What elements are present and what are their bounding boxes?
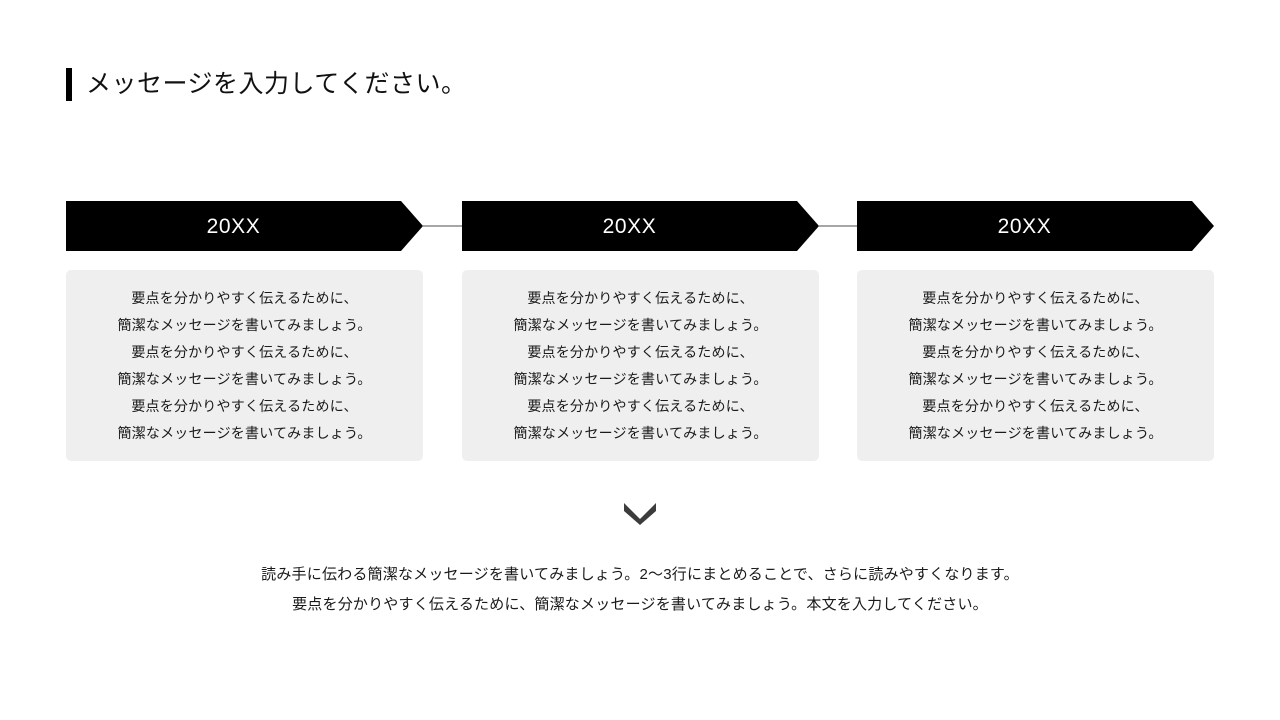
- summary-text: 読み手に伝わる簡潔なメッセージを書いてみましょう。2〜3行にまとめることで、さら…: [261, 566, 1019, 613]
- timeline-arrow-label-2: 20XX: [602, 214, 657, 238]
- timeline-cards: 要点を分かりやすく伝えるために、 簡潔なメッセージを書いてみましょう。 要点を分…: [66, 270, 1214, 461]
- timeline-arrow-1[interactable]: 20XX: [66, 201, 423, 251]
- timeline-arrow-label-1: 20XX: [206, 214, 261, 238]
- timeline-card-3[interactable]: 要点を分かりやすく伝えるために、 簡潔なメッセージを書いてみましょう。 要点を分…: [857, 270, 1214, 461]
- timeline-arrow-2[interactable]: 20XX: [462, 201, 819, 251]
- timeline-band: 20XX 20XX 20XX: [66, 201, 1214, 251]
- timeline-card-text-3: 要点を分かりやすく伝えるために、 簡潔なメッセージを書いてみましょう。 要点を分…: [908, 289, 1163, 441]
- timeline-arrow-3[interactable]: 20XX: [857, 201, 1214, 251]
- timeline-card-2[interactable]: 要点を分かりやすく伝えるために、 簡潔なメッセージを書いてみましょう。 要点を分…: [462, 270, 819, 461]
- timeline-card-text-1: 要点を分かりやすく伝えるために、 簡潔なメッセージを書いてみましょう。 要点を分…: [117, 289, 372, 441]
- page-title: メッセージを入力してください。: [66, 68, 467, 101]
- timeline-arrow-label-3: 20XX: [997, 214, 1052, 238]
- divider-chevron: [0, 500, 1280, 526]
- timeline-card-1[interactable]: 要点を分かりやすく伝えるために、 簡潔なメッセージを書いてみましょう。 要点を分…: [66, 270, 423, 461]
- chevron-down-icon: [624, 503, 656, 525]
- timeline-card-text-2: 要点を分かりやすく伝えるために、 簡潔なメッセージを書いてみましょう。 要点を分…: [513, 289, 768, 441]
- timeline-connector-1: [423, 225, 462, 227]
- page-title-text: メッセージを入力してください。: [86, 70, 467, 98]
- timeline-connector-2: [819, 225, 857, 227]
- title-accent-bar: [66, 68, 72, 101]
